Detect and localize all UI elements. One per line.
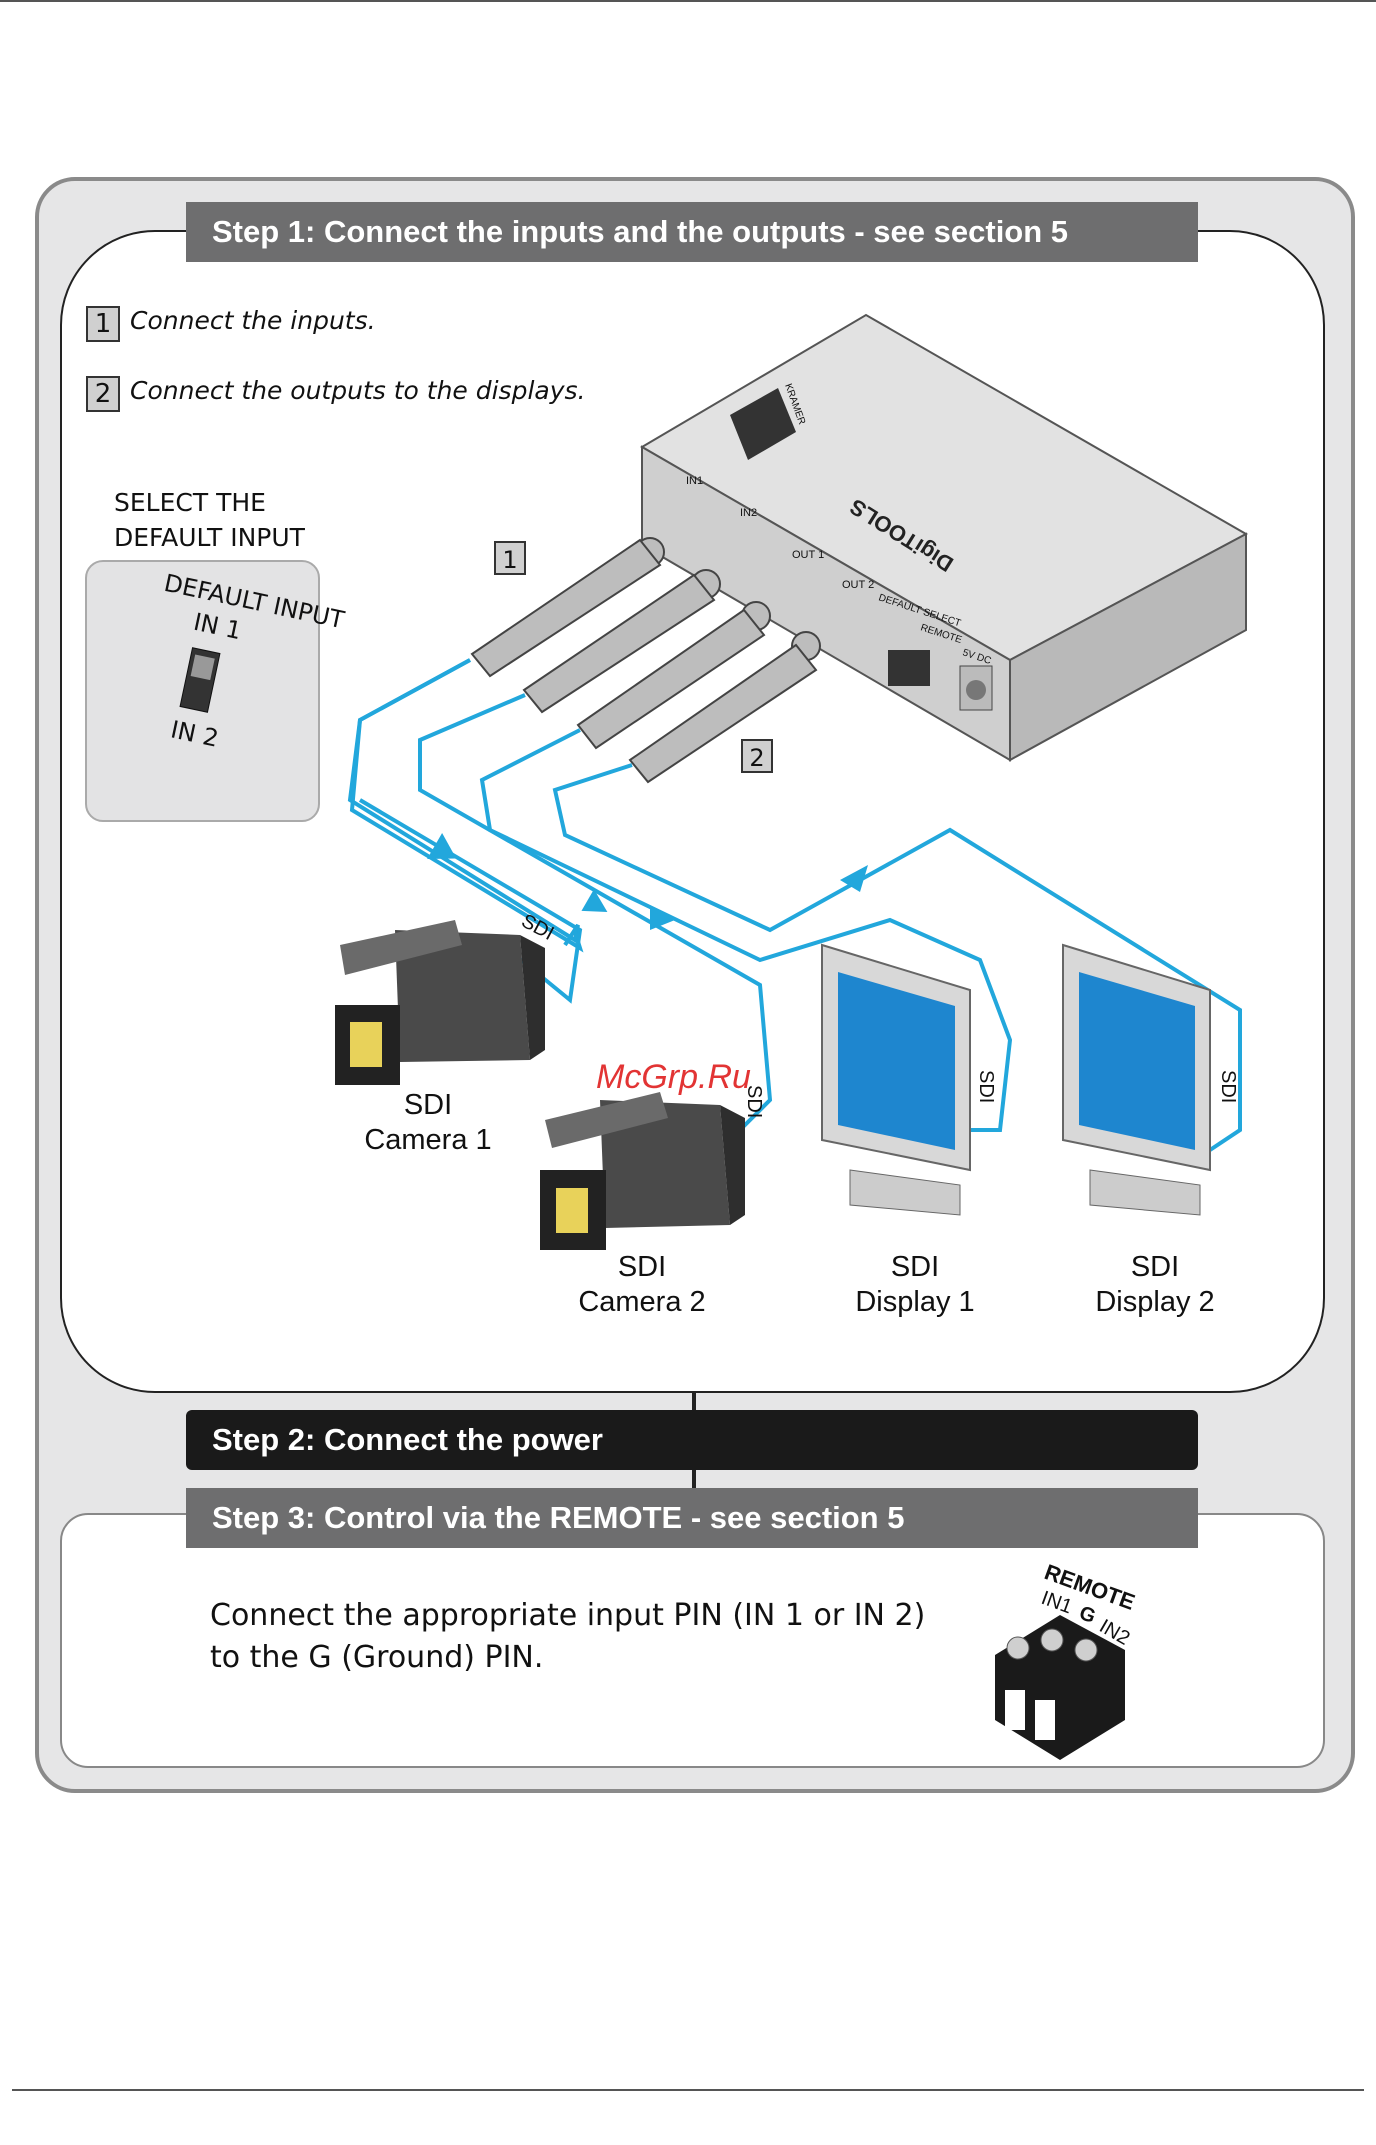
instruction-text: Connect the inputs. (130, 306, 376, 335)
connector-line (692, 1393, 696, 1410)
step3-header: Step 3: Control via the REMOTE - see sec… (186, 1488, 1198, 1548)
port-label: IN1 (686, 475, 703, 487)
cable-label: SDI (743, 1085, 765, 1118)
port-label: OUT 1 (792, 549, 824, 561)
switch-in1: IN 1 (191, 608, 244, 645)
display-1: SDI (821, 943, 997, 1216)
remote-terminal-block: REMOTE IN1 G IN2 (995, 1559, 1138, 1760)
switch-in2: IN 2 (168, 715, 221, 752)
svg-text:1: 1 (502, 546, 517, 574)
switch-title: DEFAULT INPUT (162, 569, 347, 635)
callout-2: 2 (741, 739, 773, 773)
digitools-device: KRAMER DigiTOOLS IN1 IN2 OUT 1 OUT 2 DEF… (640, 313, 1249, 762)
watermark: McGrp.Ru (596, 1058, 751, 1096)
cable-label: SDI (975, 1070, 997, 1103)
cable-label: SDI (1217, 1070, 1239, 1103)
top-rule (0, 0, 1376, 2)
connector-line (692, 1470, 696, 1488)
port-label: OUT 2 (842, 579, 874, 591)
callout-1: 1 (494, 541, 526, 575)
select-default-label: SELECT THE (114, 488, 266, 517)
step-number-badge: 1 (86, 306, 120, 342)
select-default-label: DEFAULT INPUT (114, 523, 305, 552)
bottom-rule (12, 2089, 1364, 2091)
flow-arrows (427, 833, 868, 930)
step1-header: Step 1: Connect the inputs and the outpu… (186, 202, 1198, 262)
port-label: IN2 (740, 507, 757, 519)
display-2: SDI (1062, 943, 1239, 1216)
bnc-connectors (470, 537, 821, 784)
svg-text:2: 2 (749, 744, 764, 772)
default-input-switch: DEFAULT INPUT IN 1 IN 2 (162, 569, 347, 753)
camera-2: SDI (540, 1085, 765, 1250)
camera-1: SDI (335, 910, 557, 1085)
remote-instructions: Connect the appropriate input PIN (IN 1 … (210, 1598, 926, 1675)
terminal-pin: G (1076, 1602, 1098, 1628)
step2-header: Step 2: Connect the power (186, 1410, 1198, 1470)
instruction-text: Connect the outputs to the displays. (130, 376, 586, 405)
step-number-badge: 2 (86, 376, 120, 412)
